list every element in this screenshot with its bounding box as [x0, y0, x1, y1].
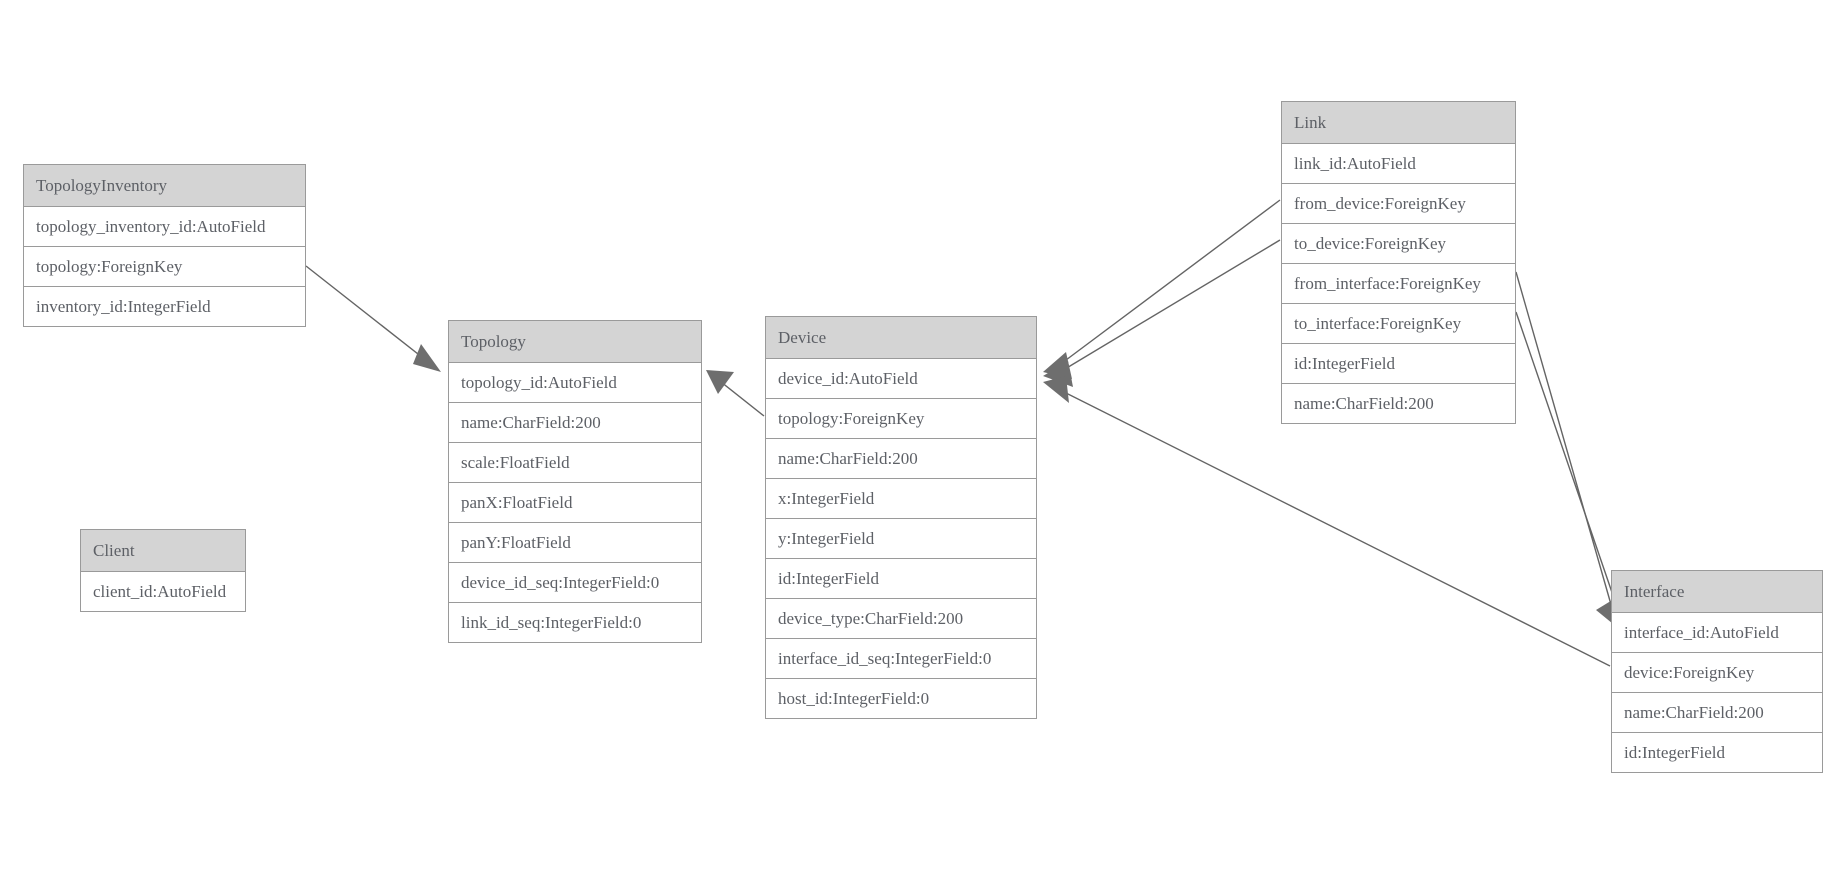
entity-field[interactable]: client_id:AutoField — [81, 572, 245, 611]
entity-field[interactable]: id:IntegerField — [1612, 733, 1822, 772]
entity-title: Device — [766, 317, 1036, 359]
entity-topology[interactable]: Topology topology_id:AutoField name:Char… — [448, 320, 702, 643]
entity-field[interactable]: to_interface:ForeignKey — [1282, 304, 1515, 344]
relation-device-topology — [706, 370, 765, 417]
entity-field[interactable]: device_type:CharField:200 — [766, 599, 1036, 639]
entity-client[interactable]: Client client_id:AutoField — [80, 529, 246, 612]
entity-field[interactable]: scale:FloatField — [449, 443, 701, 483]
entity-field[interactable]: to_device:ForeignKey — [1282, 224, 1515, 264]
entity-field[interactable]: topology:ForeignKey — [24, 247, 305, 287]
relation-topologyinventory-topology — [305, 265, 441, 372]
relation-link-from-interface — [1515, 271, 1618, 628]
entity-topology-inventory[interactable]: TopologyInventory topology_inventory_id:… — [23, 164, 306, 327]
entity-device[interactable]: Device device_id:AutoField topology:Fore… — [765, 316, 1037, 719]
entity-title: Link — [1282, 102, 1515, 144]
entity-field[interactable]: id:IntegerField — [766, 559, 1036, 599]
entity-field[interactable]: device_id:AutoField — [766, 359, 1036, 399]
relation-link-from-device — [1043, 199, 1281, 379]
entity-field[interactable]: id:IntegerField — [1282, 344, 1515, 384]
entity-field[interactable]: name:CharField:200 — [1612, 693, 1822, 733]
entity-field[interactable]: from_device:ForeignKey — [1282, 184, 1515, 224]
entity-field[interactable]: topology:ForeignKey — [766, 399, 1036, 439]
entity-field[interactable]: name:CharField:200 — [1282, 384, 1515, 423]
entity-field[interactable]: panY:FloatField — [449, 523, 701, 563]
entity-field[interactable]: host_id:IntegerField:0 — [766, 679, 1036, 718]
relation-link-to-device — [1043, 239, 1281, 387]
entity-title: Client — [81, 530, 245, 572]
entity-field[interactable]: name:CharField:200 — [766, 439, 1036, 479]
entity-field[interactable]: panX:FloatField — [449, 483, 701, 523]
entity-field[interactable]: topology_inventory_id:AutoField — [24, 207, 305, 247]
relation-link-to-interface — [1515, 311, 1622, 629]
entity-field[interactable]: link_id:AutoField — [1282, 144, 1515, 184]
entity-interface[interactable]: Interface interface_id:AutoField device:… — [1611, 570, 1823, 773]
entity-field[interactable]: y:IntegerField — [766, 519, 1036, 559]
entity-title: Interface — [1612, 571, 1822, 613]
entity-field[interactable]: x:IntegerField — [766, 479, 1036, 519]
entity-field[interactable]: inventory_id:IntegerField — [24, 287, 305, 326]
entity-link[interactable]: Link link_id:AutoField from_device:Forei… — [1281, 101, 1516, 424]
entity-field[interactable]: device:ForeignKey — [1612, 653, 1822, 693]
entity-title: TopologyInventory — [24, 165, 305, 207]
entity-field[interactable]: interface_id:AutoField — [1612, 613, 1822, 653]
entity-field[interactable]: link_id_seq:IntegerField:0 — [449, 603, 701, 642]
entity-field[interactable]: name:CharField:200 — [449, 403, 701, 443]
entity-field[interactable]: interface_id_seq:IntegerField:0 — [766, 639, 1036, 679]
entity-title: Topology — [449, 321, 701, 363]
entity-field[interactable]: device_id_seq:IntegerField:0 — [449, 563, 701, 603]
entity-field[interactable]: from_interface:ForeignKey — [1282, 264, 1515, 304]
entity-field[interactable]: topology_id:AutoField — [449, 363, 701, 403]
